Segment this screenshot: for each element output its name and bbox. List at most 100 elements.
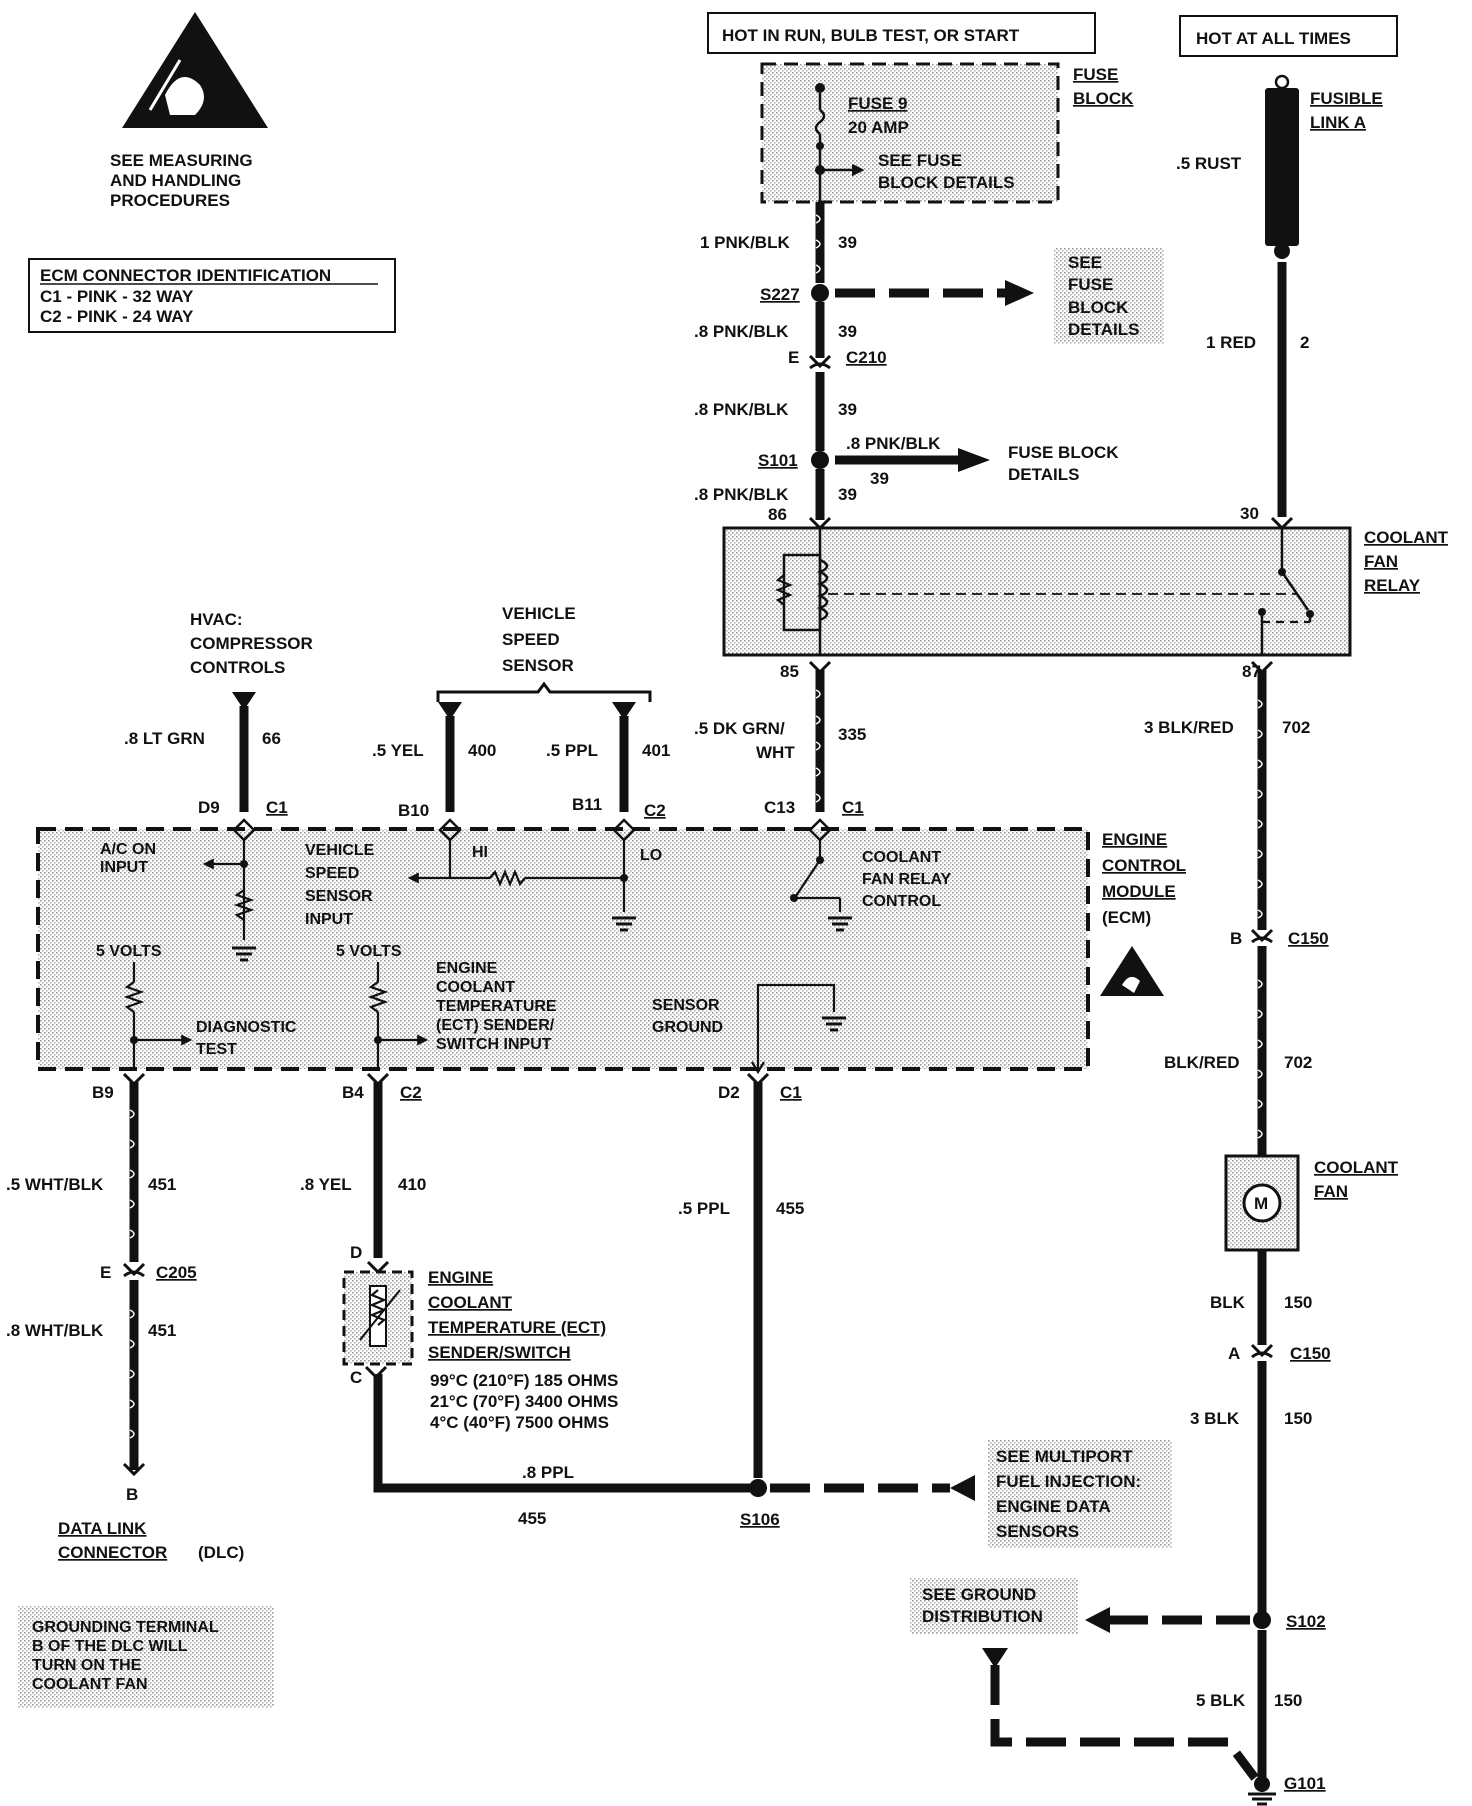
coolant-fan-relay: COOLANT FAN RELAY 85 87 [722,526,1449,681]
svg-text:400: 400 [468,741,496,760]
svg-text:.8 YEL: .8 YEL [300,1175,352,1194]
hot-in-run-box: HOT IN RUN, BULB TEST, OR START [707,12,1096,54]
ecm-connector-title: ECM CONNECTOR IDENTIFICATION [40,266,331,285]
svg-text:S102: S102 [1286,1612,1326,1631]
svg-text:LINK A: LINK A [1310,113,1366,132]
svg-text:VEHICLE: VEHICLE [305,842,375,859]
svg-text:SENSORS: SENSORS [996,1522,1079,1541]
relay-feed-wire: 1 PNK/BLK 39 S227 SEE FUSE BLOCK DETAILS… [694,202,1164,531]
svg-text:C210: C210 [846,348,887,367]
svg-text:150: 150 [1284,1409,1312,1428]
hot-at-all-times-box: HOT AT ALL TIMES [1179,15,1398,57]
svg-text:SEE GROUND: SEE GROUND [922,1585,1036,1604]
svg-text:COOLANT: COOLANT [1314,1158,1399,1177]
svg-text:C1: C1 [842,798,864,817]
svg-text:HVAC:: HVAC: [190,610,243,629]
svg-text:B OF THE DLC WILL: B OF THE DLC WILL [32,1638,188,1655]
svg-text:3 BLK/RED: 3 BLK/RED [1144,718,1234,737]
vss-wires: VEHICLE SPEED SENSOR .5 YEL 400 .5 PPL 4… [372,604,670,820]
svg-text:(DLC): (DLC) [198,1543,244,1562]
ecm-label-3: MODULE [1102,882,1176,901]
svg-text:A: A [1228,1344,1240,1363]
svg-text:SEE: SEE [1068,253,1102,272]
splice-s101 [811,451,829,469]
fuse-amp-label: 20 AMP [848,118,909,137]
svg-text:C2: C2 [644,801,666,820]
svg-text:.5 YEL: .5 YEL [372,741,424,760]
esd-warning-icon [122,12,268,128]
svg-text:C150: C150 [1290,1344,1331,1363]
ecm-connector-id-box: ECM CONNECTOR IDENTIFICATION C1 - PINK -… [28,258,396,333]
hvac-ac-wire: HVAC: COMPRESSOR CONTROLS .8 LT GRN 66 D… [124,610,313,817]
svg-text:4°C (40°F) 7500 OHMS: 4°C (40°F) 7500 OHMS [430,1413,609,1432]
svg-text:SPEED: SPEED [502,630,560,649]
svg-text:.8 PNK/BLK: .8 PNK/BLK [694,322,789,341]
ect-circuit: B4 C2 .8 YEL 410 D C ENGINE COOLANT TEMP… [300,1072,754,1493]
ecm-label-4: (ECM) [1102,908,1151,927]
svg-text:2: 2 [1300,333,1309,352]
svg-text:39: 39 [838,233,857,252]
svg-text:E: E [100,1263,111,1282]
svg-text:B4: B4 [342,1083,364,1102]
ground-g101 [1254,1776,1270,1792]
svg-text:CONNECTOR: CONNECTOR [58,1543,167,1562]
svg-text:150: 150 [1284,1293,1312,1312]
svg-text:TURN ON THE: TURN ON THE [32,1657,142,1674]
esd-note-line3: PROCEDURES [110,191,230,210]
svg-text:401: 401 [642,741,670,760]
fuse-block-label1: FUSE [1073,65,1118,84]
ecm-label-2: CONTROL [1102,856,1186,875]
svg-text:TEMPERATURE: TEMPERATURE [436,998,557,1015]
svg-text:.8 PNK/BLK: .8 PNK/BLK [694,485,789,504]
svg-text:99°C (210°F) 185 OHMS: 99°C (210°F) 185 OHMS [430,1371,618,1390]
svg-text:C205: C205 [156,1263,197,1282]
svg-text:DIAGNOSTIC: DIAGNOSTIC [196,1019,297,1036]
s101-label: S101 [758,451,798,470]
svg-text:D9: D9 [198,798,220,817]
svg-text:TEST: TEST [196,1041,237,1058]
relay-pin-30: 30 [1240,504,1259,523]
svg-text:455: 455 [518,1509,546,1528]
svg-text:39: 39 [870,469,889,488]
svg-text:(ECT) SENDER/: (ECT) SENDER/ [436,1017,555,1034]
esd-note-line1: SEE MEASURING [110,151,253,170]
svg-text:B9: B9 [92,1083,114,1102]
rust-wire-label: .5 RUST [1176,154,1242,173]
svg-text:.8 LT GRN: .8 LT GRN [124,729,205,748]
relay-pin-86: 86 [768,505,787,524]
svg-text:39: 39 [838,485,857,504]
svg-text:BLK: BLK [1210,1293,1246,1312]
svg-text:SENSOR: SENSOR [502,656,574,675]
svg-text:3 BLK: 3 BLK [1190,1409,1240,1428]
svg-text:C1: C1 [266,798,288,817]
svg-text:S106: S106 [740,1510,780,1529]
svg-text:ENGINE: ENGINE [428,1268,493,1287]
svg-text:B10: B10 [398,801,429,820]
coolant-fan-circuit: 3 BLK/RED 702 B C150 BLK/RED 702 M COOLA… [910,660,1399,1806]
svg-text:COMPRESSOR: COMPRESSOR [190,634,313,653]
svg-text:SEE MULTIPORT: SEE MULTIPORT [996,1447,1133,1466]
svg-text:21°C (70°F) 3400 OHMS: 21°C (70°F) 3400 OHMS [430,1392,618,1411]
svg-text:INPUT: INPUT [100,859,148,876]
svg-text:SWITCH INPUT: SWITCH INPUT [436,1036,552,1053]
ecm-connector-c1: C1 - PINK - 32 WAY [40,287,194,306]
svg-text:.5 PPL: .5 PPL [678,1199,730,1218]
svg-text:D: D [350,1243,362,1262]
svg-text:COOLANT: COOLANT [862,849,941,866]
svg-text:.5 WHT/BLK: .5 WHT/BLK [6,1175,104,1194]
svg-text:E: E [788,348,799,367]
connector-c205 [122,1262,146,1278]
splice-s106 [749,1479,767,1497]
svg-text:39: 39 [838,322,857,341]
svg-text:DISTRIBUTION: DISTRIBUTION [922,1607,1043,1626]
connector-c210 [808,354,832,370]
svg-text:BLOCK: BLOCK [1068,298,1129,317]
relay-coil [816,558,829,622]
svg-text:TEMPERATURE (ECT): TEMPERATURE (ECT) [428,1318,606,1337]
svg-text:702: 702 [1284,1053,1312,1072]
svg-text:150: 150 [1274,1691,1302,1710]
svg-text:VEHICLE: VEHICLE [502,604,576,623]
svg-text:B: B [126,1485,138,1504]
svg-text:702: 702 [1282,718,1310,737]
ecm-label-1: ENGINE [1102,830,1167,849]
